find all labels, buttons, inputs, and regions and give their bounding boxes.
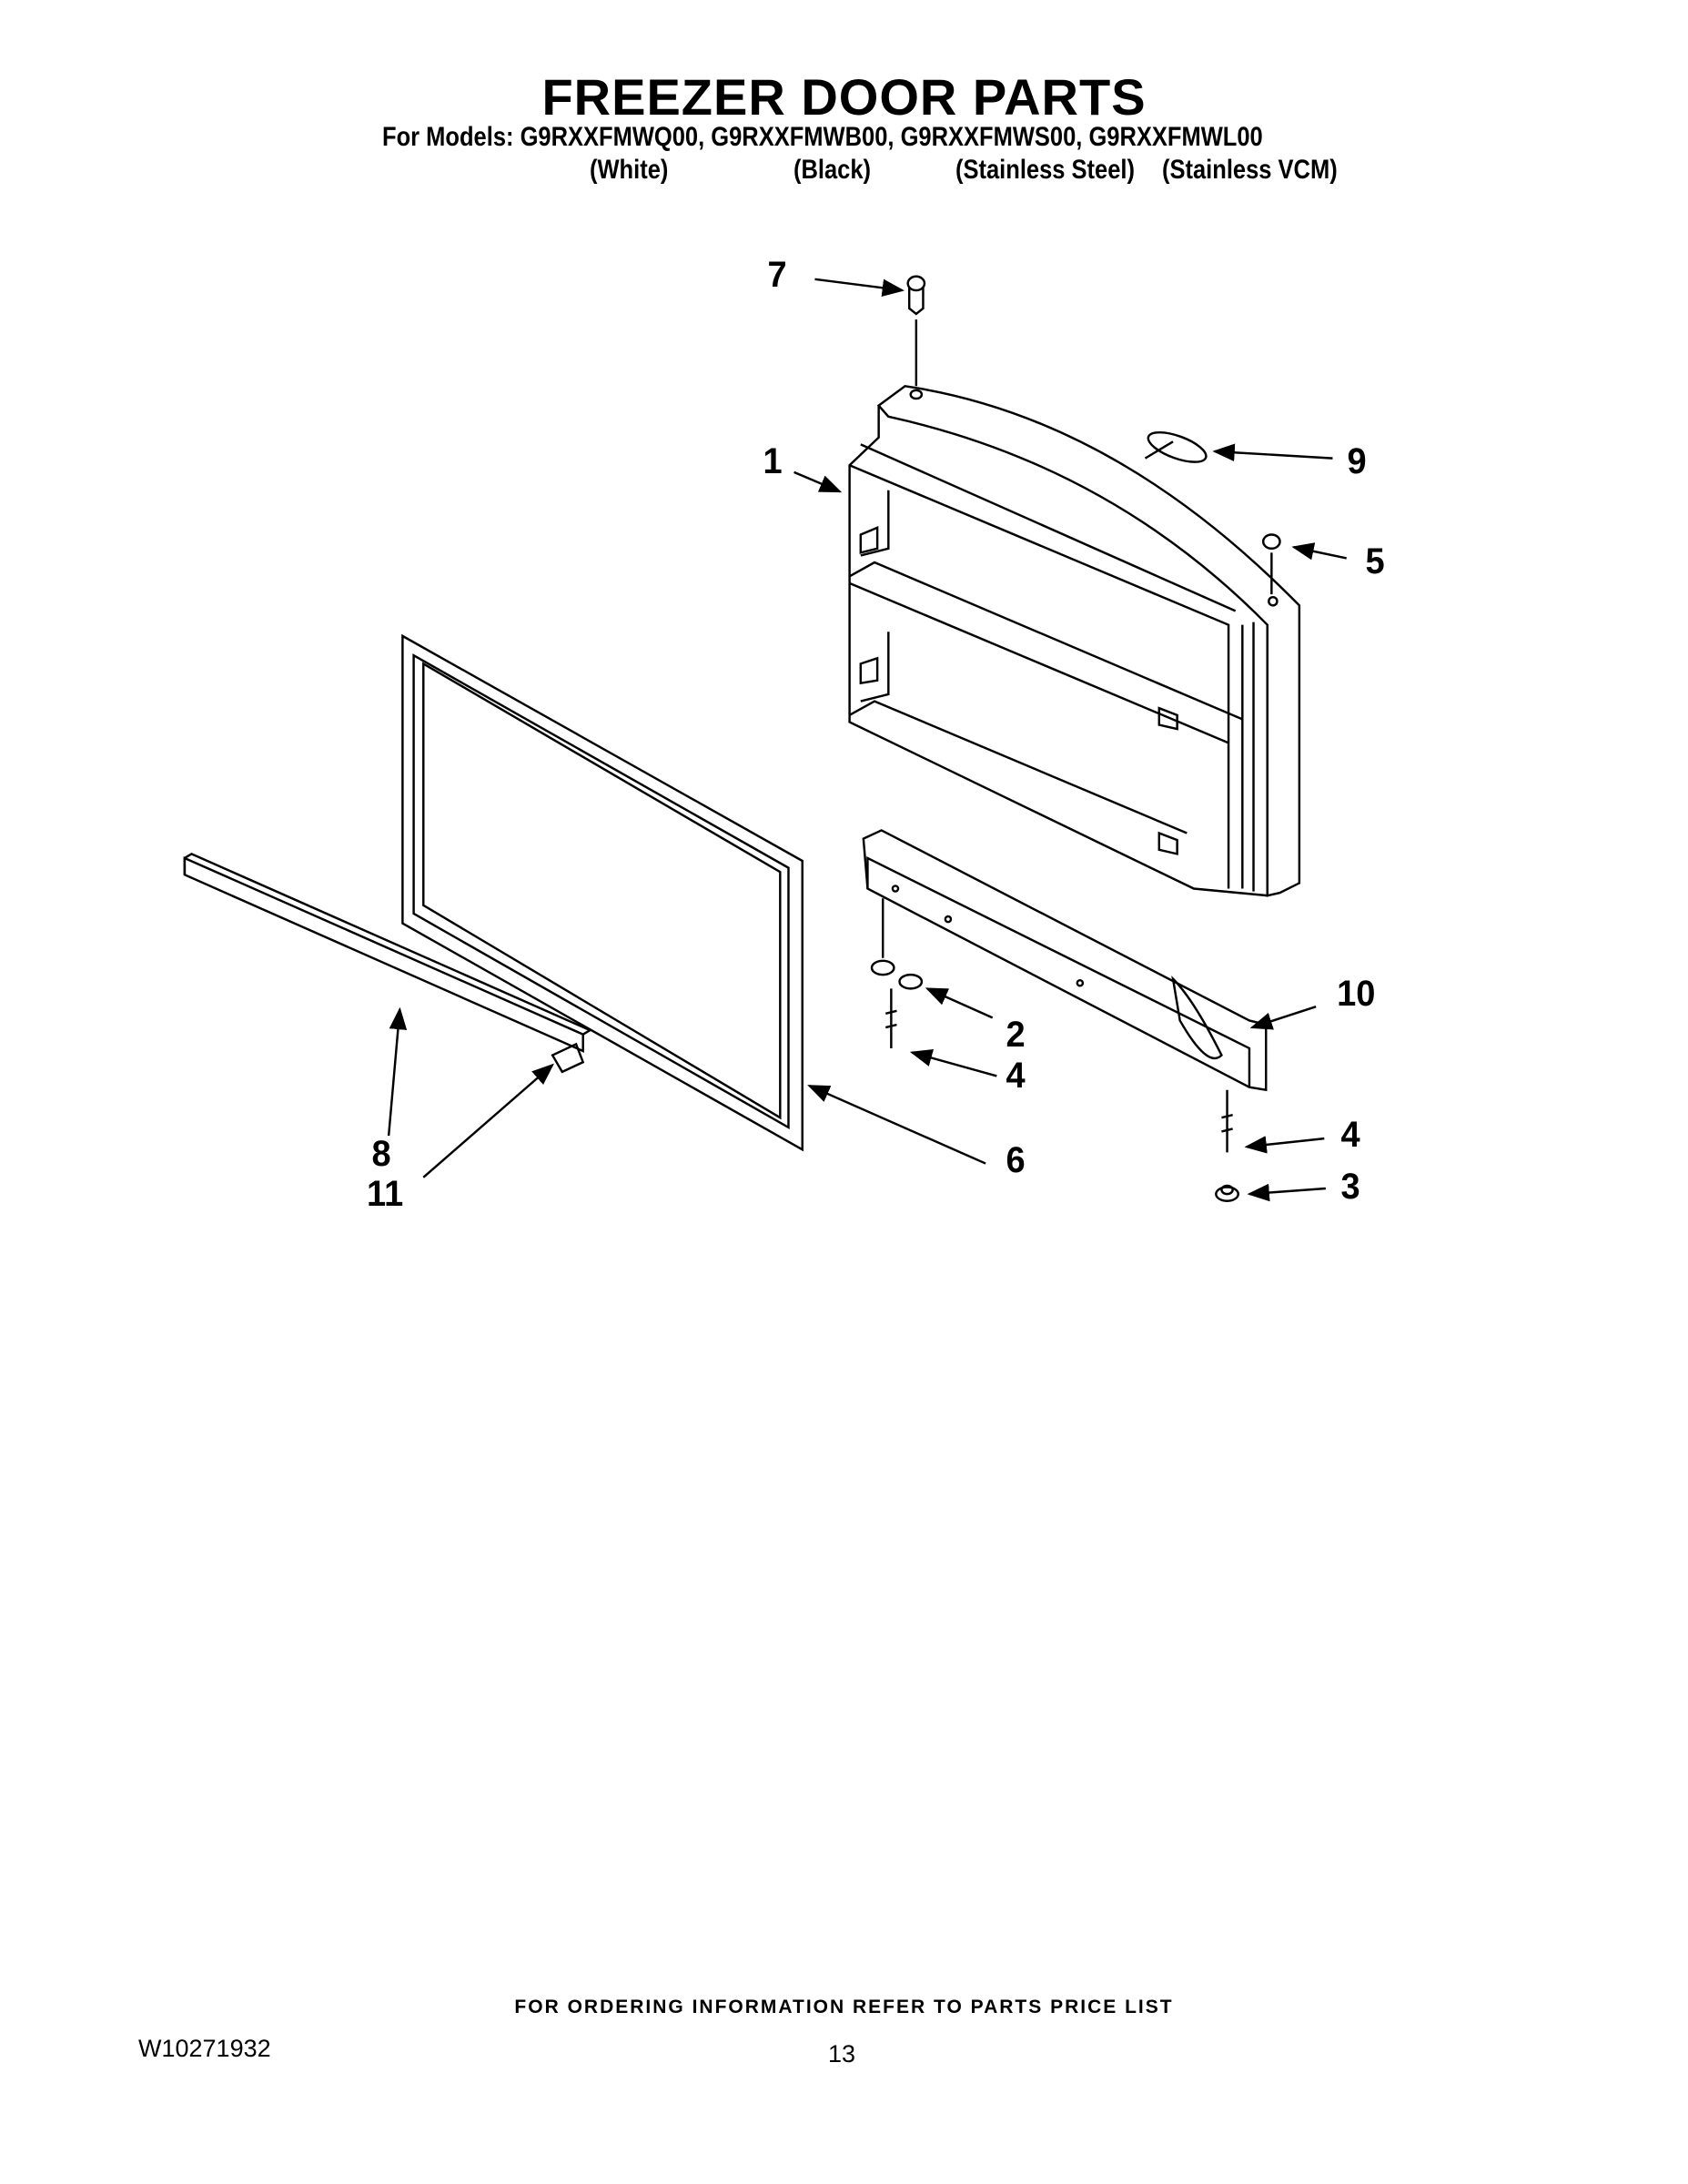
color-stainless-vcm: (Stainless VCM) [1162,155,1338,185]
callout-8: 8 [371,1134,391,1174]
page-title: FREEZER DOOR PARTS [541,68,1147,126]
trim-strip-part-8 [183,853,592,1074]
callout-4-left: 4 [1006,1056,1026,1096]
color-black: (Black) [793,155,872,185]
ring-part-9 [1147,430,1208,463]
color-white: (White) [590,155,669,185]
door-bracket-part-10 [862,829,1268,1092]
callout-6: 6 [1006,1140,1026,1180]
color-stainless-steel: (Stainless Steel) [955,155,1136,185]
callout-4-right: 4 [1340,1115,1360,1155]
plug-part-7 [906,275,926,387]
ordering-note: FOR ORDERING INFORMATION REFER TO PARTS … [514,1997,1174,2017]
freezer-door-part-1 [848,385,1301,897]
door-gasket-part-6 [401,633,804,1152]
callout-10: 10 [1337,974,1376,1014]
models-line: For Models: G9RXXFMWQ00, G9RXXFMWB00, G9… [382,122,1263,152]
callout-1: 1 [763,441,783,481]
callout-7: 7 [767,255,787,295]
callout-11: 11 [367,1174,404,1214]
page-number: 13 [828,2040,856,2068]
callout-9: 9 [1347,441,1367,481]
hinge-part-2 [870,898,924,990]
callout-5: 5 [1365,541,1385,581]
document-id: W10271932 [138,2035,271,2062]
callout-3: 3 [1340,1167,1360,1207]
callout-2: 2 [1006,1015,1026,1055]
